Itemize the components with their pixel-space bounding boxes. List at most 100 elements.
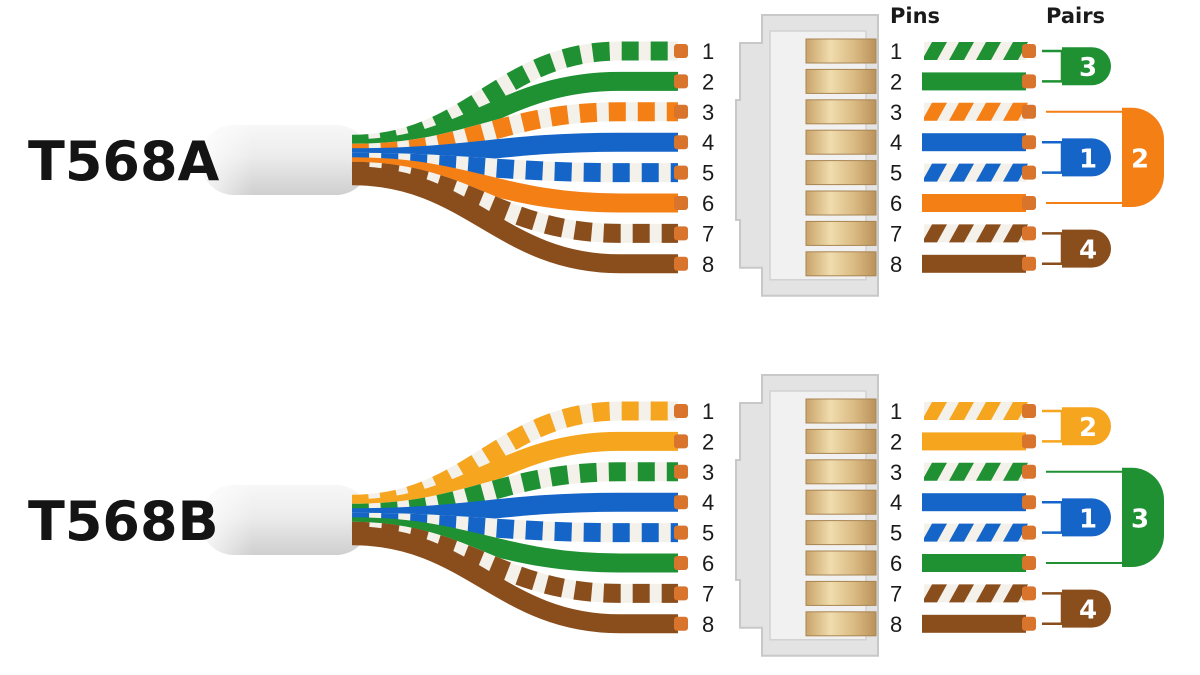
pin-wire-7-tip bbox=[1022, 586, 1036, 601]
wire-pin-label: 4 bbox=[702, 130, 714, 155]
pair-1-label: 1 bbox=[1079, 504, 1097, 534]
pair-3-badge bbox=[1122, 467, 1164, 567]
pin-wire-2 bbox=[922, 432, 1026, 451]
pin-wire-5-stripe bbox=[922, 523, 1028, 542]
pin-wire-2-tip bbox=[1022, 74, 1036, 89]
pins-header: Pins bbox=[890, 4, 940, 28]
pair-4-badge bbox=[1062, 229, 1111, 268]
pin-wire-cap bbox=[920, 401, 924, 421]
pin-wire-7-base bbox=[922, 584, 1026, 603]
pin-wire-3-stripe bbox=[922, 102, 1028, 121]
pin-wire-5-stripe bbox=[922, 163, 1028, 182]
wire-pin-label: 1 bbox=[702, 39, 714, 64]
wire-7-tip bbox=[674, 226, 688, 241]
pin-label: 6 bbox=[890, 191, 902, 216]
pin-wire-cap bbox=[920, 223, 924, 244]
pin-wire-6-tip bbox=[1022, 556, 1036, 570]
pin-contact-1 bbox=[805, 398, 877, 424]
pin-wire-cap bbox=[920, 522, 924, 543]
pin-contact-4 bbox=[805, 489, 877, 515]
pin-wire-8 bbox=[922, 254, 1026, 273]
wire-1-tip bbox=[674, 44, 688, 58]
pair-3-bracket bbox=[1042, 49, 1064, 83]
wire-8 bbox=[351, 166, 678, 274]
wire-2-tip bbox=[674, 74, 688, 89]
pair-1-bracket bbox=[1042, 140, 1064, 174]
pin-wire-4-tip bbox=[1022, 135, 1036, 150]
pin-label: 3 bbox=[890, 460, 902, 485]
pin-wire-8-tip bbox=[1022, 616, 1036, 631]
pin-label: 3 bbox=[890, 100, 902, 125]
wire-1-tip bbox=[674, 404, 688, 418]
pin-contact-3 bbox=[805, 99, 877, 125]
pin-wire-1-base bbox=[922, 42, 1026, 60]
pin-label: 6 bbox=[890, 551, 902, 576]
pin-wire-3-base bbox=[922, 462, 1026, 481]
cable-jacket-fade bbox=[190, 480, 280, 560]
pin-wire-4 bbox=[922, 493, 1026, 512]
pin-wire-5-base bbox=[922, 523, 1026, 542]
wire-pin-label: 4 bbox=[702, 490, 714, 515]
wire-8-tip bbox=[674, 616, 688, 631]
wire-6-tip bbox=[674, 556, 688, 570]
pin-contact-5 bbox=[805, 160, 877, 186]
pin-wire-5-tip bbox=[1022, 525, 1036, 540]
pin-wire-6 bbox=[922, 194, 1026, 212]
wire-pin-label: 8 bbox=[702, 612, 714, 637]
wire-pin-label: 2 bbox=[702, 429, 714, 454]
wire-7-tip bbox=[674, 586, 688, 601]
wire-pin-label: 3 bbox=[702, 460, 714, 485]
standard-title: T568A bbox=[28, 130, 220, 193]
pair-1-badge bbox=[1062, 498, 1111, 537]
wire-pin-label: 5 bbox=[702, 521, 714, 546]
pin-wire-7-stripe bbox=[922, 224, 1028, 243]
pin-wire-7-base bbox=[922, 224, 1026, 243]
pin-contact-2 bbox=[805, 68, 877, 94]
pin-wire-1-tip bbox=[1022, 44, 1036, 58]
pair-3-label: 3 bbox=[1131, 504, 1149, 534]
pin-wire-1-tip bbox=[1022, 404, 1036, 418]
pair-3-label: 3 bbox=[1079, 53, 1097, 83]
wire-pin-label: 1 bbox=[702, 399, 714, 424]
pair-2-label: 2 bbox=[1131, 144, 1149, 174]
pin-contact-7 bbox=[805, 220, 877, 246]
pin-wire-2 bbox=[922, 72, 1026, 91]
pair-2-label: 2 bbox=[1079, 413, 1097, 443]
pin-contact-6 bbox=[805, 550, 877, 576]
pair-1-badge bbox=[1062, 138, 1111, 177]
pin-wire-7-stripe bbox=[922, 584, 1028, 603]
pin-wire-8 bbox=[922, 614, 1026, 633]
pin-wire-4 bbox=[922, 133, 1026, 152]
pin-label: 4 bbox=[890, 490, 902, 515]
wire-4-tip bbox=[674, 495, 688, 510]
wire-pin-label: 3 bbox=[702, 100, 714, 125]
pin-contact-6 bbox=[805, 190, 877, 216]
pair-1-label: 1 bbox=[1079, 144, 1097, 174]
pin-label: 1 bbox=[890, 39, 902, 64]
pin-label: 4 bbox=[890, 130, 902, 155]
pair-4-bracket bbox=[1042, 232, 1064, 266]
wire-pin-label: 2 bbox=[702, 69, 714, 94]
pin-wire-3-tip bbox=[1022, 104, 1036, 119]
pair-2-bracket bbox=[1042, 409, 1064, 443]
pair-1-bracket bbox=[1042, 500, 1064, 534]
pin-wire-1-stripe bbox=[922, 42, 1028, 60]
pairs-header: Pairs bbox=[1046, 4, 1105, 28]
pair-2-leads bbox=[1046, 110, 1122, 204]
pin-wire-1-stripe bbox=[922, 402, 1028, 420]
pin-contact-1 bbox=[805, 38, 877, 64]
pair-4-bracket bbox=[1042, 592, 1064, 626]
wire-5-tip bbox=[674, 165, 688, 180]
pin-wire-6 bbox=[922, 554, 1026, 572]
pin-wire-3-tip bbox=[1022, 464, 1036, 479]
wire-5-tip bbox=[674, 525, 688, 540]
pin-label: 5 bbox=[890, 161, 902, 186]
pin-contact-2 bbox=[805, 428, 877, 454]
pin-label: 8 bbox=[890, 612, 902, 637]
pin-label: 2 bbox=[890, 429, 902, 454]
pair-4-badge bbox=[1062, 589, 1111, 628]
pin-contact-3 bbox=[805, 459, 877, 485]
pin-wire-3-stripe bbox=[922, 462, 1028, 481]
